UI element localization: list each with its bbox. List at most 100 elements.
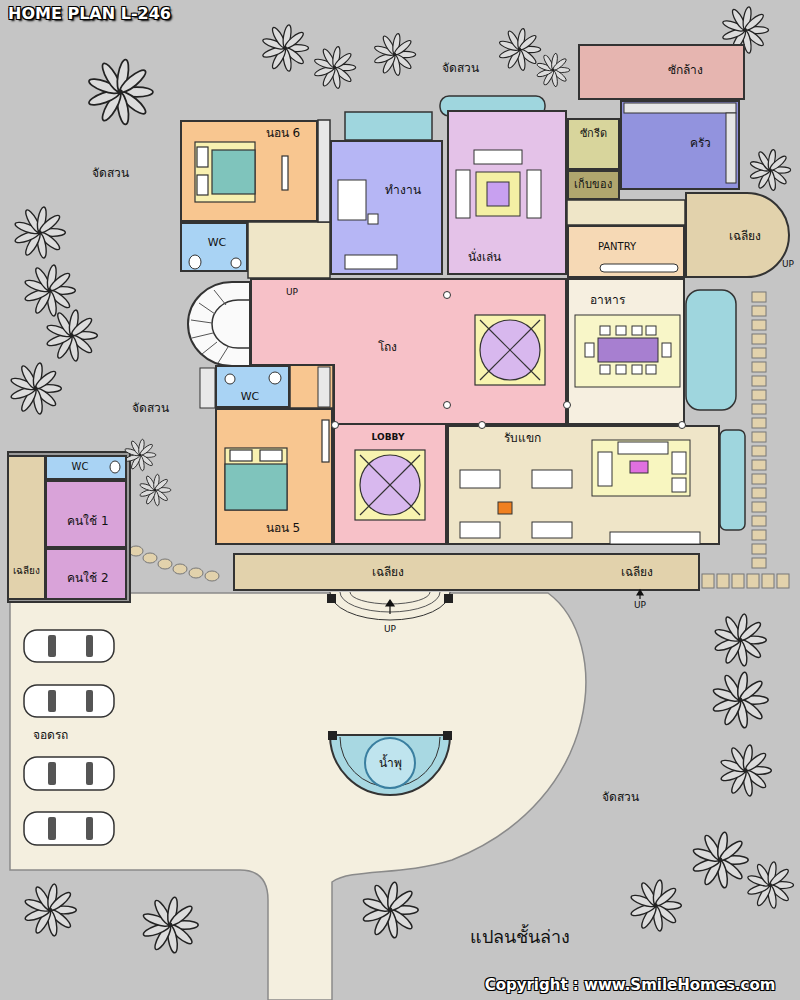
room-name: WC bbox=[72, 461, 89, 474]
trees bbox=[24, 883, 76, 936]
sanitary-ware bbox=[110, 255, 281, 473]
maid-room: คนใช้ 2 bbox=[45, 548, 127, 600]
copyright-note: Copyright : www.SmileHomes.com bbox=[485, 976, 776, 995]
skylight bbox=[480, 320, 540, 380]
house-floor bbox=[318, 120, 330, 222]
trees bbox=[10, 6, 794, 953]
stepping-stones bbox=[702, 574, 714, 588]
room-name: รับแขก bbox=[504, 431, 541, 446]
room-name: ซักรีด bbox=[580, 127, 607, 141]
parked-cars bbox=[24, 685, 114, 717]
stepping-stones bbox=[752, 348, 766, 358]
kitchen-counter bbox=[600, 103, 736, 272]
trees bbox=[374, 33, 416, 76]
parked-cars bbox=[24, 812, 114, 845]
parked-cars bbox=[86, 635, 93, 657]
bed bbox=[260, 450, 282, 461]
stepping-stones bbox=[129, 546, 143, 556]
hall: โถง bbox=[250, 278, 567, 425]
spiral-stair bbox=[191, 290, 228, 363]
reception-set bbox=[618, 442, 668, 454]
stepping-stones bbox=[752, 502, 766, 512]
spiral-stair bbox=[214, 290, 226, 305]
laundry-room: ซักล้าง bbox=[578, 44, 745, 100]
fountain: น้ำพุ bbox=[364, 737, 416, 789]
up-arrows bbox=[386, 600, 394, 606]
stepping-stones bbox=[762, 574, 774, 588]
living-room: นั่งเล่น bbox=[447, 110, 567, 275]
stepping-stones bbox=[752, 516, 766, 526]
room-name: คนใช้ 1 bbox=[67, 514, 108, 529]
trees bbox=[14, 206, 65, 258]
reception-set bbox=[460, 470, 500, 488]
stepping-stones bbox=[752, 432, 766, 442]
reception-set bbox=[598, 452, 612, 486]
stepping-stones bbox=[752, 446, 766, 456]
fountain-basin bbox=[330, 735, 450, 795]
room-name: WC bbox=[241, 390, 260, 404]
reception-set bbox=[498, 502, 512, 514]
trees bbox=[714, 613, 766, 666]
bed bbox=[197, 147, 208, 167]
parked-cars bbox=[24, 757, 114, 790]
driveway bbox=[10, 593, 586, 1000]
terrace: เฉลียง bbox=[7, 455, 46, 600]
room-name: LOBBY bbox=[372, 432, 405, 443]
ironing-room: ซักรีด bbox=[567, 118, 620, 170]
skylight bbox=[475, 315, 545, 385]
front-steps bbox=[350, 592, 430, 604]
kitchen: ครัว bbox=[620, 100, 740, 190]
stair-label: UP bbox=[634, 600, 646, 611]
columns bbox=[679, 422, 686, 429]
trees bbox=[712, 671, 768, 728]
fountain-basin bbox=[443, 731, 452, 740]
spiral-stair bbox=[199, 303, 215, 314]
spiral-stair bbox=[202, 342, 217, 354]
bed bbox=[212, 150, 255, 194]
house-floor bbox=[567, 200, 685, 225]
spiral-stair bbox=[218, 347, 228, 363]
spiral-stair bbox=[188, 282, 250, 366]
reception-set bbox=[610, 532, 700, 544]
skylight bbox=[360, 455, 420, 515]
room-name: เฉลียง bbox=[372, 565, 404, 580]
dining-set bbox=[616, 326, 626, 335]
stepping-stones bbox=[143, 553, 157, 563]
stepping-stones bbox=[752, 390, 766, 400]
kitchen-counter bbox=[624, 103, 736, 113]
dining-set bbox=[575, 315, 680, 387]
sanitary-ware bbox=[231, 258, 241, 268]
house-floor bbox=[318, 367, 330, 407]
trees bbox=[314, 46, 356, 89]
columns bbox=[332, 292, 686, 429]
stepping-stones bbox=[752, 418, 766, 428]
trees bbox=[362, 881, 418, 938]
columns bbox=[564, 402, 571, 409]
parked-cars bbox=[86, 690, 93, 712]
stepping-stones bbox=[752, 460, 766, 470]
trees bbox=[87, 59, 152, 126]
room-name: WC bbox=[208, 236, 227, 250]
stair-label: UP bbox=[782, 259, 794, 270]
dining-set bbox=[585, 343, 594, 357]
room-name: นั่งเล่น bbox=[468, 250, 501, 265]
room-name: ทำงาน bbox=[385, 183, 421, 198]
trees bbox=[46, 309, 97, 361]
room-name: โถง bbox=[378, 340, 397, 355]
kitchen-counter bbox=[600, 264, 678, 272]
dining-set bbox=[616, 365, 626, 374]
bed bbox=[195, 142, 255, 202]
garden-label: จัดสวน bbox=[132, 401, 169, 416]
front-steps bbox=[340, 592, 440, 612]
parked-cars bbox=[86, 817, 93, 840]
fountain-basin bbox=[328, 731, 452, 795]
reception-set bbox=[592, 440, 690, 496]
room-name: คนใช้ 2 bbox=[67, 571, 108, 586]
front-steps bbox=[327, 594, 336, 603]
dining-set bbox=[632, 365, 642, 374]
stepping-stones bbox=[777, 574, 789, 588]
